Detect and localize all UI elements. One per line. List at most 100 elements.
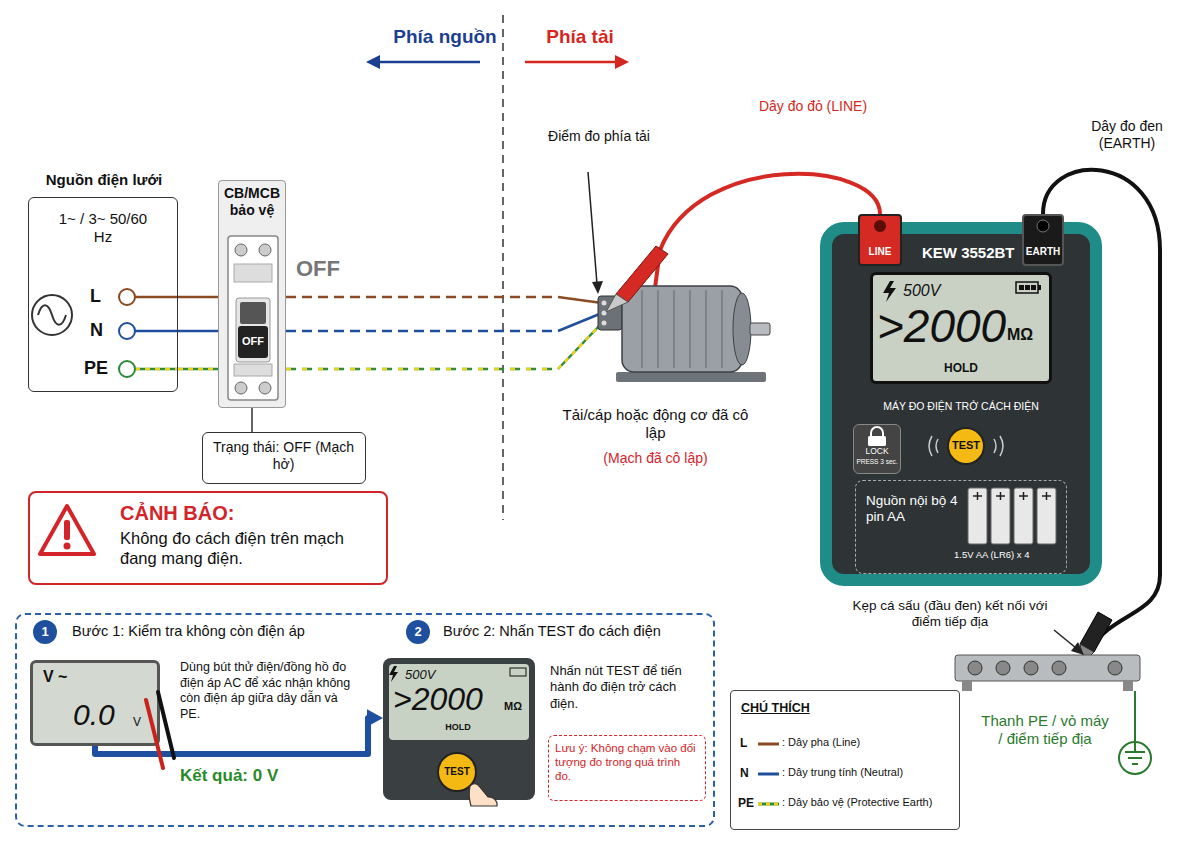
node-text: 500V bbox=[405, 667, 455, 683]
label-text: Kẹp cá sấu (đầu đen) kết nối với điểm ti… bbox=[850, 598, 1050, 630]
steps-panel: Bước 1: Kiểm tra không còn điện áp Bước 2… bbox=[15, 613, 715, 827]
node-text: 500V bbox=[903, 281, 963, 300]
insulation-tester: KEW 3552BTMÁY ĐO ĐIỆN TRỞ CÁCH ĐIỆNLINEE… bbox=[820, 222, 1102, 586]
test-sound-waves bbox=[929, 436, 1003, 456]
node-text: LOCK bbox=[854, 446, 900, 456]
legend-text: : Dây pha (Line) bbox=[782, 736, 956, 749]
battery-level-icon bbox=[1016, 282, 1041, 293]
line-jack: LINE bbox=[858, 214, 902, 266]
voltmeter-display: V ~ 0.0V bbox=[30, 660, 160, 746]
node-text: MΩ bbox=[1007, 325, 1047, 344]
red-probe-clip bbox=[606, 246, 668, 312]
node-text: CHÚ THÍCH bbox=[741, 701, 891, 716]
node-text: TEST bbox=[949, 439, 983, 452]
node-text: KEW 3552BT bbox=[922, 244, 1042, 262]
node-text: >2000 bbox=[877, 301, 1011, 352]
legend-samples bbox=[758, 744, 779, 804]
node-text: CẢNH BÁO: bbox=[120, 501, 370, 525]
node-text: Tải/cáp hoặc động cơ đã cô lập bbox=[553, 406, 758, 442]
test-button: TEST bbox=[437, 752, 477, 792]
wire-connector bbox=[178, 296, 218, 299]
node-text: Trạng thái: OFF (Mạch hở) bbox=[207, 439, 360, 473]
side-arrows bbox=[366, 55, 629, 69]
label-text: N bbox=[90, 320, 110, 342]
node-text: CB/MCB bảo vệ bbox=[219, 185, 285, 219]
label-text: L bbox=[90, 286, 110, 308]
label-text: Dây đo đen (EARTH) bbox=[1062, 118, 1192, 152]
wire-connector bbox=[286, 368, 558, 371]
wire-connector bbox=[286, 330, 558, 333]
label-text: OFF bbox=[238, 335, 268, 348]
leader-arrows bbox=[588, 172, 1084, 655]
node-text: 0.0 bbox=[73, 697, 133, 733]
node-text: (Mạch đã cô lập) bbox=[553, 450, 758, 467]
label-text: Điểm đo phía tải bbox=[543, 128, 655, 145]
lock-icon bbox=[868, 427, 886, 446]
warning-icon bbox=[40, 506, 94, 554]
legend-box: CHÚ THÍCH bbox=[730, 690, 960, 830]
source-terminals bbox=[119, 289, 178, 377]
pe-busbar bbox=[955, 655, 1140, 691]
lock-button: LOCK PRESS 3 sec. bbox=[853, 424, 901, 474]
wire-connector bbox=[178, 368, 218, 371]
node-text: LINE bbox=[860, 246, 900, 258]
node-text: Nguồn điện lưới bbox=[19, 171, 189, 189]
step-number: 1 bbox=[33, 620, 57, 644]
label-text: Dùng bút thử điện/đồng hồ đo điện áp AC … bbox=[180, 660, 358, 723]
jack-sockets bbox=[874, 220, 1049, 232]
node-text: V ~ bbox=[43, 667, 103, 686]
note-box: Lưu ý: Không chạm vào đối tượng đo trong… bbox=[548, 735, 706, 801]
node-text: Lưu ý: Không chạm vào đối tượng đo trong… bbox=[555, 742, 699, 783]
node-text: HOLD bbox=[428, 722, 488, 733]
load-motor: Tải/cáp hoặc động cơ đã cô lập(Mạch đã c… bbox=[558, 288, 773, 483]
earth-jack: EARTH bbox=[1022, 214, 1064, 266]
black-clip bbox=[1080, 612, 1112, 662]
label-text: PE bbox=[84, 358, 116, 380]
ground-symbol bbox=[1119, 691, 1151, 774]
arrow-head bbox=[367, 709, 383, 727]
tester-display: 500V>2000MΩ HOLD TEST bbox=[383, 658, 535, 800]
status-box: Trạng thái: OFF (Mạch hở) bbox=[202, 432, 366, 484]
label-text: Phía tải bbox=[530, 26, 630, 49]
pressing-hand bbox=[469, 784, 497, 806]
pe-stripe bbox=[178, 368, 218, 371]
label-text: Dây đo đỏ (LINE) bbox=[757, 98, 869, 115]
warning-box: CẢNH BÁO: Không đo cách điện trên mạch đa… bbox=[28, 491, 388, 585]
pe-stripe bbox=[286, 368, 558, 371]
label-text: PE bbox=[738, 796, 758, 810]
wire-connector bbox=[178, 330, 218, 333]
node-text: 1.5V AA (LR6) x 4 bbox=[954, 549, 1064, 560]
breaker-box: CB/MCB bảo vệ bbox=[218, 180, 286, 408]
step-number: 2 bbox=[406, 620, 430, 644]
node-text: PRESS 3 sec. bbox=[854, 458, 900, 466]
pe-bar: Thanh PE / vỏ máy / điểm tiếp địa bbox=[950, 650, 1145, 765]
node-text: Bước 1: Kiểm tra không còn điện áp bbox=[72, 623, 372, 640]
node-text: MΩ bbox=[504, 700, 530, 713]
node-text: Thanh PE / vỏ máy / điểm tiếp địa bbox=[980, 712, 1110, 748]
node-text: >2000 bbox=[393, 682, 505, 717]
node-text: Bước 2: Nhấn TEST đo cách điện bbox=[443, 623, 713, 640]
node-text: HOLD bbox=[931, 361, 991, 375]
node-text: 2 bbox=[406, 624, 430, 640]
node-text: Nguồn nội bộ 4 pin AA bbox=[866, 493, 966, 525]
test-button: TEST bbox=[947, 427, 985, 465]
legend-text: : Dây bảo vệ (Protective Earth) bbox=[782, 796, 956, 809]
label-text: Nhấn nút TEST để tiến hành đo điện trở c… bbox=[550, 663, 702, 712]
legend-text: : Dây trung tính (Neutral) bbox=[782, 766, 956, 779]
voltmeter-probes bbox=[146, 692, 174, 768]
wire-connector bbox=[286, 296, 558, 299]
label-text: Kết quả: 0 V bbox=[180, 766, 350, 786]
node-text: V bbox=[133, 715, 153, 729]
label-text: OFF bbox=[296, 256, 352, 282]
battery-level-icon bbox=[510, 668, 526, 676]
motor-illustration bbox=[598, 286, 770, 382]
circuit-breaker bbox=[218, 180, 286, 408]
ac-source-symbol bbox=[32, 295, 72, 335]
divider-line bbox=[502, 15, 504, 520]
motor-leads bbox=[558, 297, 602, 369]
battery-box: Nguồn nội bộ 4 pin AA 1.5V AA (LR6) x 4 bbox=[855, 480, 1067, 574]
node-text: Không đo cách điện trên mạch đang mang đ… bbox=[120, 529, 380, 569]
lcd-display: 500V>2000MΩ HOLD bbox=[870, 272, 1052, 384]
status-bracket bbox=[251, 408, 253, 432]
